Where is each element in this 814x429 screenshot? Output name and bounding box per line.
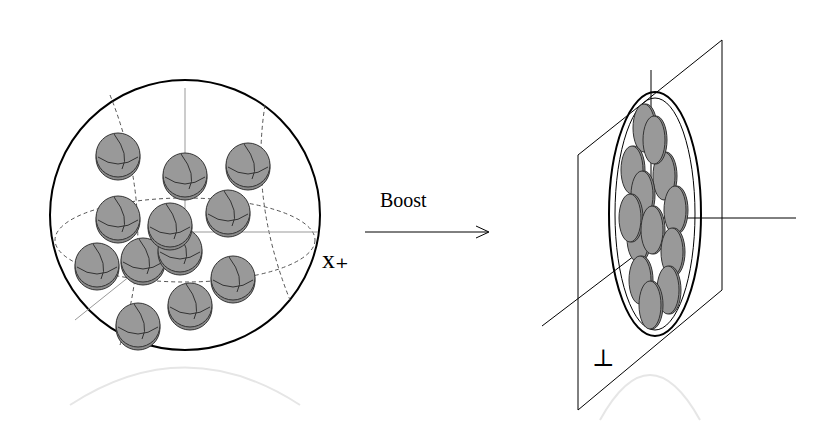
transverse-plane <box>542 40 796 420</box>
axis-label: x₊ <box>322 247 349 273</box>
contracted-nucleons <box>619 104 688 329</box>
nucleons <box>75 133 270 350</box>
nucleus-sphere <box>50 80 320 405</box>
boost-arrow <box>365 226 489 238</box>
boost-label: Boost <box>380 190 427 210</box>
transverse-symbol: ⊥ <box>592 346 615 370</box>
